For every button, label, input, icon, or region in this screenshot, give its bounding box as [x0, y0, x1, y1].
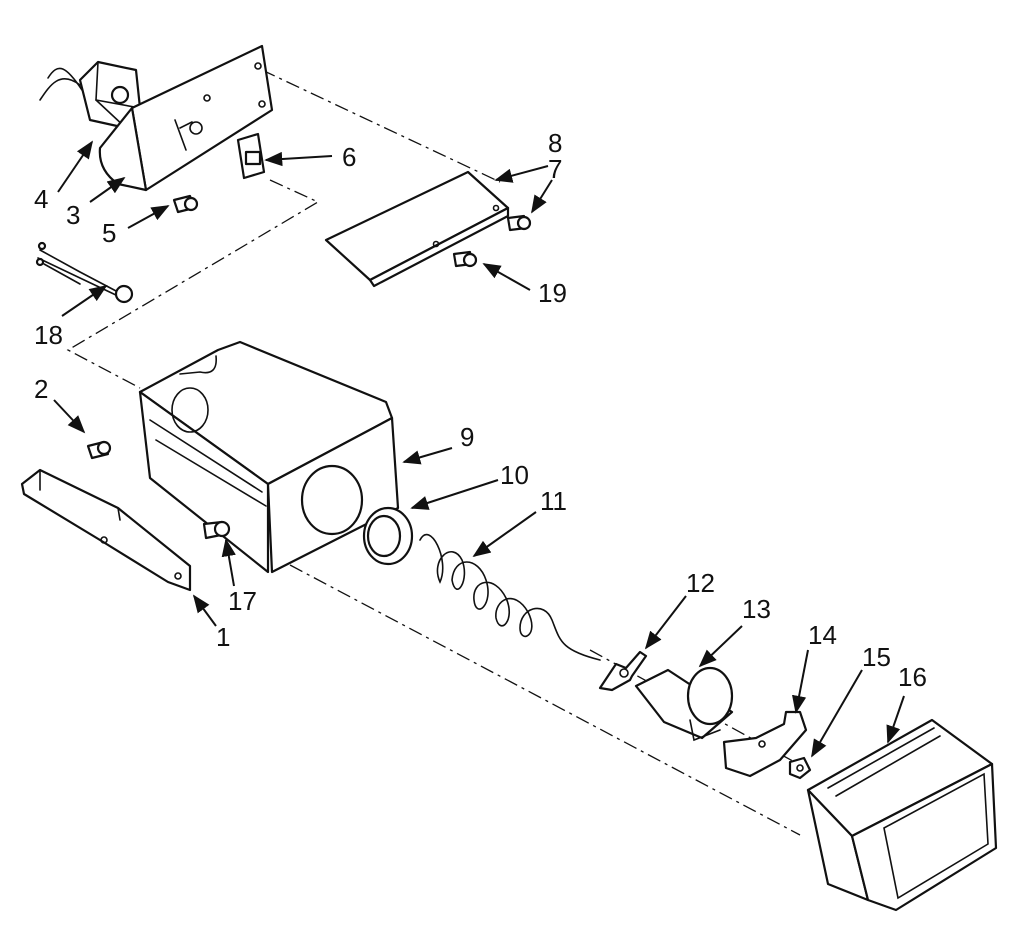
auger-spring-part: [419, 533, 601, 661]
ice-bucket-housing-part: [138, 340, 400, 574]
callout-19: 19: [538, 278, 567, 308]
callout-12: 12: [686, 568, 715, 598]
callout-1: 1: [216, 622, 230, 652]
callout-2: 2: [34, 374, 48, 404]
mounting-bracket-part: [98, 44, 274, 192]
screw-part-19: [452, 250, 478, 268]
drive-coupler-part: [598, 650, 648, 692]
callout-15: 15: [862, 642, 891, 672]
nut-part: [788, 756, 812, 780]
screw-part-5: [172, 194, 199, 214]
wire-harness-part: [35, 241, 134, 304]
callout-4: 4: [34, 184, 48, 214]
callout-10: 10: [500, 460, 529, 490]
bearing-part: [362, 506, 414, 566]
clip-part: [236, 132, 266, 180]
callout-17: 17: [228, 586, 257, 616]
callout-18: 18: [34, 320, 63, 350]
callout-labels: 1 2 3 4 5 6 7 8 9 10 11 12 13 14 15 16 1…: [34, 128, 927, 692]
callout-5: 5: [102, 218, 116, 248]
front-cover-part: [806, 718, 998, 912]
callout-8: 8: [548, 128, 562, 158]
callout-13: 13: [742, 594, 771, 624]
callout-9: 9: [460, 422, 474, 452]
callout-3: 3: [66, 200, 80, 230]
bracket-part-14: [722, 710, 808, 778]
callout-16: 16: [898, 662, 927, 692]
callout-7: 7: [548, 154, 562, 184]
callout-6: 6: [342, 142, 356, 172]
callout-11: 11: [540, 486, 567, 516]
screw-part-2: [86, 440, 112, 460]
cover-plate-part: [324, 170, 510, 288]
leader-arrows: [53, 140, 905, 758]
rail-part: [20, 468, 192, 592]
screw-part-17: [202, 520, 231, 540]
callout-14: 14: [808, 620, 837, 650]
cylinder-part: [634, 666, 734, 742]
screw-part-7: [506, 214, 532, 232]
